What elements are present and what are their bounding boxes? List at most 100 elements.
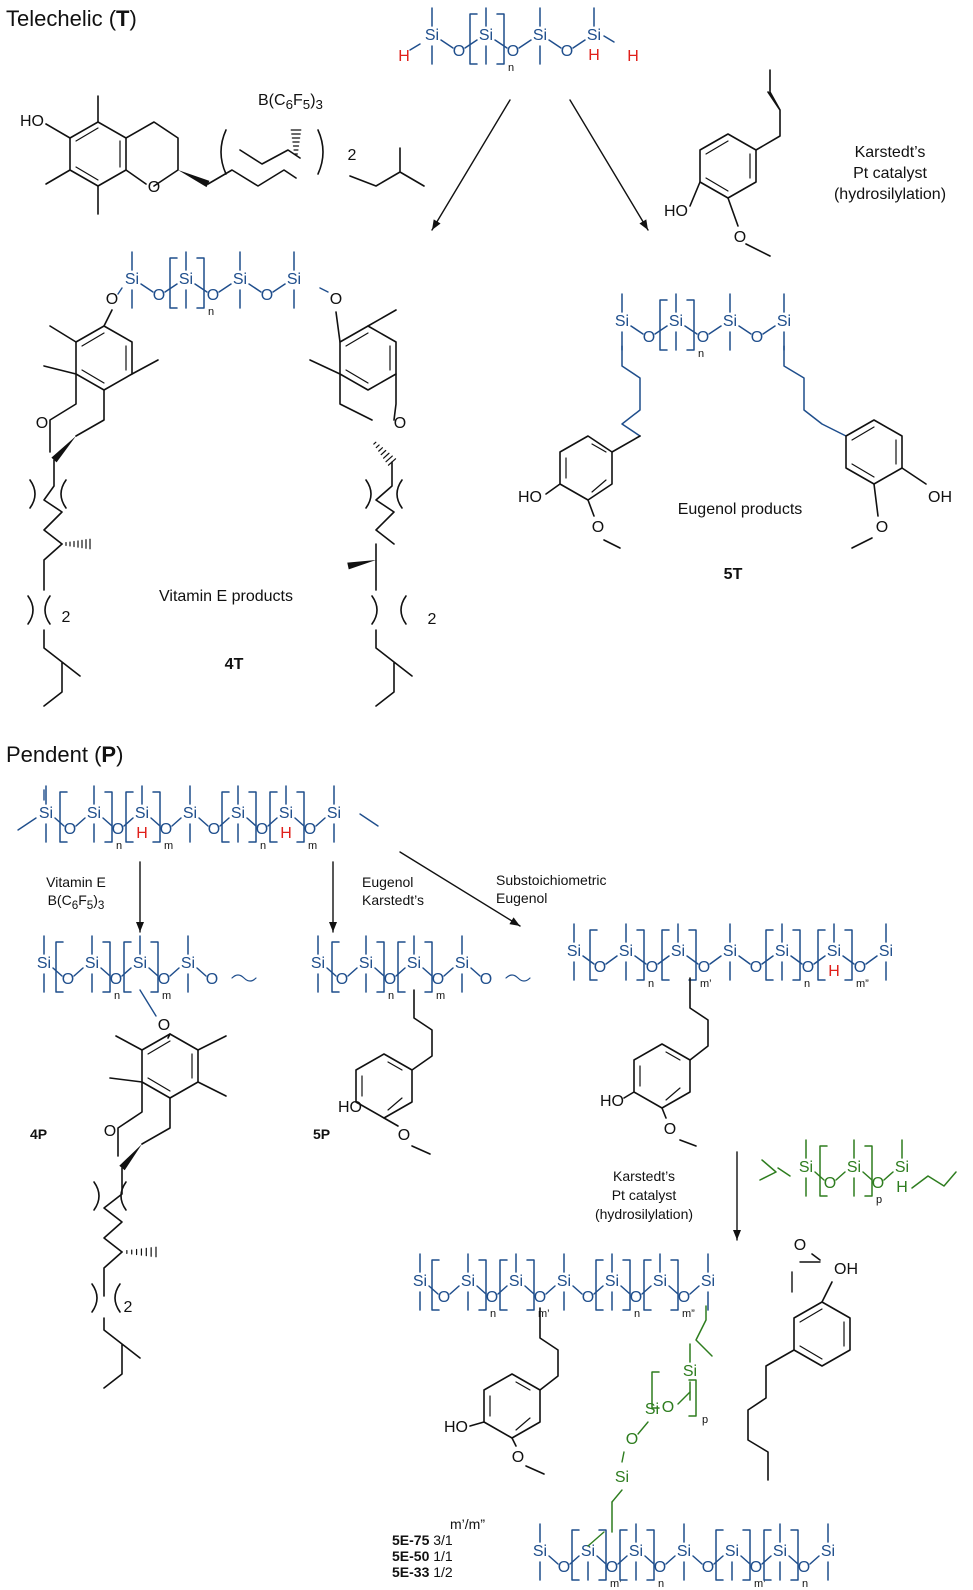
oxygen-atom: O xyxy=(438,1289,450,1306)
propyl-linker xyxy=(611,435,641,453)
repeat-subscript: n xyxy=(508,62,514,74)
oxygen-atom: O xyxy=(512,1449,524,1466)
repeat-bracket xyxy=(526,1259,535,1311)
repeat-subscript: m’ xyxy=(700,978,712,990)
oxygen-atom: O xyxy=(664,1121,676,1138)
legend-row: 5E-33 1/2 xyxy=(392,1564,453,1580)
siloxane-bond xyxy=(603,35,615,43)
oxygen-atom: O xyxy=(798,1559,810,1576)
oxygen-atom: O xyxy=(160,821,172,838)
hydride-atom: H xyxy=(627,48,639,65)
oxygen-atom: O xyxy=(112,821,124,838)
bond xyxy=(125,169,147,185)
silicon-atom: Si xyxy=(407,955,421,972)
hashed-bond xyxy=(385,455,393,463)
aromatic-ring xyxy=(355,1053,413,1119)
repeat-parenthesis xyxy=(93,1181,100,1211)
repeat-parenthesis xyxy=(396,479,403,509)
repeat-bracket xyxy=(102,941,111,993)
siloxane-bond xyxy=(738,325,752,335)
silicon-atom: Si xyxy=(677,1543,691,1560)
oxygen-atom: O xyxy=(626,1431,638,1448)
compound-4T: 4T xyxy=(224,656,244,673)
aromatic-ring xyxy=(793,1301,851,1367)
repeat-bracket xyxy=(331,941,340,993)
repeat-subscript: p xyxy=(702,1414,708,1426)
hydroxyl-label: OH xyxy=(834,1261,858,1278)
siloxane-bond xyxy=(315,817,326,827)
oxygen-atom: O xyxy=(678,1289,690,1306)
siloxane-bond xyxy=(194,283,208,293)
repeat-subscript: n xyxy=(490,1308,496,1320)
aromatic-ring xyxy=(489,1381,531,1431)
siloxane-bond xyxy=(545,1285,556,1295)
siloxane-bond xyxy=(100,967,111,977)
repeat-parenthesis xyxy=(44,595,51,625)
repeat-subscript: n xyxy=(260,840,266,852)
siloxane-bond xyxy=(708,325,722,335)
oxygen-atom: O xyxy=(592,519,604,536)
phytyl-chain xyxy=(103,1251,123,1297)
repeat-bracket xyxy=(571,1529,580,1581)
oxygen-atom: O xyxy=(206,971,218,988)
bond xyxy=(109,1077,143,1083)
repeat-bracket xyxy=(123,941,132,993)
silicon-atom: Si xyxy=(669,313,683,330)
repeat-bracket xyxy=(269,791,278,843)
aromatic-ring xyxy=(339,325,397,391)
propyl-linker xyxy=(747,1349,795,1481)
hydroxyl-label: HO xyxy=(664,203,688,220)
repeat-bracket xyxy=(598,1529,607,1581)
repeat-bracket xyxy=(150,941,159,993)
oxygen-atom: O xyxy=(453,43,465,60)
aromatic-ring xyxy=(565,443,607,493)
repeat-bracket xyxy=(844,929,853,981)
oxygen-atom: O xyxy=(261,287,273,304)
siloxane-bond xyxy=(464,39,478,49)
oxygen-atom: O xyxy=(336,971,348,988)
siloxane-bond xyxy=(644,1555,655,1565)
siloxane-bond xyxy=(246,817,257,827)
karstedt-lower-conditions: Karstedt’s Pt catalyst (hydrosilylation) xyxy=(594,1168,694,1222)
repeat-parenthesis xyxy=(365,479,372,509)
repeat-bracket xyxy=(478,1259,487,1311)
siloxane-bond xyxy=(443,967,454,977)
repeat-bracket xyxy=(59,791,68,843)
siloxane-bond xyxy=(668,1285,679,1295)
arrow-to-crosslinked-head xyxy=(733,1230,741,1240)
siloxane-bond xyxy=(294,817,305,827)
silicon-atom: Si xyxy=(725,1543,739,1560)
silicon-atom: Si xyxy=(179,271,193,288)
bond xyxy=(139,989,157,1017)
oxygen-atom: O xyxy=(398,1127,410,1144)
bond xyxy=(309,359,341,375)
repeat-bracket xyxy=(688,929,697,981)
oxygen-atom: O xyxy=(207,287,219,304)
isopropyl-end xyxy=(103,1317,141,1389)
arrow-to-eugenol xyxy=(569,99,649,231)
phytyl-chain xyxy=(43,543,63,591)
repeat-bracket xyxy=(221,791,230,843)
bond xyxy=(621,1451,625,1463)
repeat-bracket xyxy=(248,791,257,843)
bond xyxy=(43,365,77,375)
siloxane-bond xyxy=(709,955,722,965)
silicon-atom: Si xyxy=(461,1273,475,1290)
oxygen-atom: O xyxy=(751,329,763,346)
repeat-parenthesis xyxy=(29,479,36,509)
polymer-continuation xyxy=(231,974,257,982)
siloxane-bond xyxy=(761,955,774,965)
propyl-linker xyxy=(783,345,847,437)
bond xyxy=(355,1101,361,1105)
hashed-bond xyxy=(375,444,380,449)
repeat-bracket xyxy=(589,929,598,981)
repeat-subscript: m xyxy=(162,990,171,1002)
hydroxyl-label: HO xyxy=(518,489,542,506)
repeat-bracket xyxy=(431,1259,440,1311)
oxygen-atom: O xyxy=(872,1175,884,1192)
oxygen-atom: O xyxy=(534,1289,546,1306)
hydride-atom: H xyxy=(588,47,600,64)
silicon-atom: Si xyxy=(311,955,325,972)
repeat-count: 2 xyxy=(124,1299,133,1316)
bond xyxy=(661,1107,667,1119)
